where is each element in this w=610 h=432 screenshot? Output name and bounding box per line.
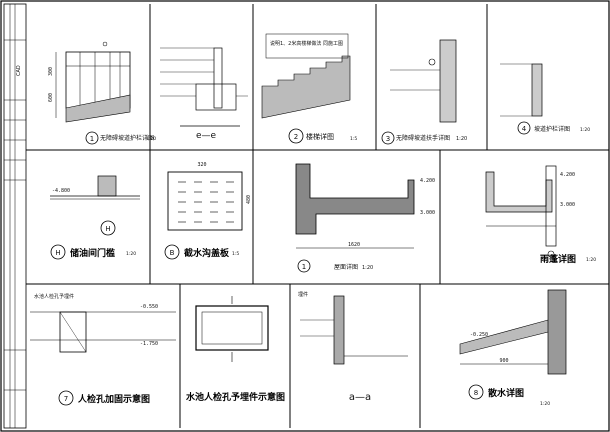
panel-scale: 1:20	[586, 257, 596, 263]
level-text: 3.000	[420, 210, 435, 216]
detail-marker-icon	[517, 121, 531, 135]
panel-apron-detail: 900 -0.250 8 散水详图 1:20	[459, 289, 567, 407]
detail-marker-icon	[288, 128, 304, 144]
level-text: -0.250	[470, 332, 488, 338]
detail-number: H	[105, 225, 110, 233]
dim-text: 900	[499, 358, 508, 364]
panel-manhole-reinforcement: 水池人检孔予埋件 -0.550 -1.750 7 人检孔加固示意图	[30, 293, 176, 406]
detail-marker-icon	[100, 220, 116, 236]
detail-marker-icon	[58, 390, 74, 406]
panel-grid	[26, 4, 609, 428]
panel-subtitle: 埋件	[298, 291, 308, 298]
detail-number: 4	[522, 125, 527, 133]
panel-scale: 1:20	[456, 136, 467, 142]
panel-caption: 无障碍坡道护栏详图	[100, 134, 154, 142]
detail-marker-icon	[297, 259, 311, 273]
panel-caption: 楼梯详图	[306, 132, 334, 141]
detail-number: 1	[90, 135, 94, 143]
panel-scale: 1:20	[540, 401, 550, 407]
detail-marker-icon	[164, 244, 180, 260]
panel-scale: 1:20	[126, 251, 136, 257]
panel-stair-detail: 说明1、2米高楼梯做法 同施工图 2 楼梯详图 1:5	[261, 33, 357, 144]
panel-pool-manhole-embed: 水池人检孔予埋件示意图	[186, 296, 285, 403]
detail-marker-icon	[50, 244, 66, 260]
level-text: 4.200	[560, 172, 575, 178]
panel-caption: 水池人检孔予埋件示意图	[186, 391, 285, 403]
panel-subtitle: 水池人检孔予埋件	[34, 293, 74, 300]
level-text: -1.750	[140, 341, 158, 347]
stamp-text: CAD	[16, 65, 22, 76]
panel-canopy-detail: 4.200 3.000 雨蓬详图 1:20	[485, 165, 596, 265]
detail-number: 3	[386, 135, 390, 143]
panel-caption: e—e	[196, 131, 217, 141]
panel-caption: 截水沟盖板	[184, 247, 230, 259]
dim-text: 320	[197, 162, 206, 168]
panel-caption: 雨蓬详图	[540, 253, 576, 265]
detail-number: 7	[64, 395, 68, 403]
detail-number: 2	[294, 133, 298, 141]
panel-a-a-section: 埋件 a—a	[298, 291, 408, 403]
panel-scale: 1:5	[350, 136, 357, 142]
dim-text: 480	[246, 195, 252, 204]
stair-note: 说明1、2米高楼梯做法 同施工图	[270, 40, 343, 47]
detail-marker-icon	[468, 384, 484, 400]
level-text: 3.000	[560, 202, 575, 208]
panel-ramp-railing-detail: 4 坡道护栏详图 1:20	[500, 63, 590, 135]
level-text: 4.200	[420, 178, 435, 184]
detail-marker-icon	[381, 131, 395, 145]
panel-caption: 屋面详图	[334, 263, 358, 271]
panel-oil-room-threshold: -4.800 H H 储油间门槛 1:20	[50, 175, 140, 260]
level-text: -4.800	[52, 188, 70, 194]
panel-railing-detail: 300 600 1 无障碍坡道护栏详图 1:20	[48, 41, 156, 145]
level-text: -0.550	[140, 304, 158, 310]
panel-scale: 1:20	[362, 265, 373, 271]
panel-e-e-section: e—e	[160, 47, 248, 141]
detail-marker-icon	[85, 131, 99, 145]
dim-text: 1620	[348, 242, 360, 248]
panel-drain-cover: 320 480 B 截水沟盖板 1:5	[164, 162, 252, 260]
detail-number: H	[55, 249, 60, 257]
panel-caption: 人检孔加固示意图	[77, 393, 150, 405]
panel-scale: 1:5	[232, 251, 239, 257]
panel-scale: 1:20	[146, 136, 156, 142]
dim-text: 600	[48, 93, 54, 102]
panel-caption: 散水详图	[488, 387, 524, 399]
panel-handrail-detail: 3 无障碍坡道扶手详图 1:20	[381, 39, 467, 145]
panel-caption: 储油间门槛	[70, 247, 115, 259]
panel-caption: a—a	[349, 392, 371, 403]
panel-caption: 坡道护栏详图	[534, 125, 570, 133]
detail-number: 1	[302, 263, 306, 271]
detail-number: B	[170, 249, 175, 257]
detail-number: 8	[474, 389, 478, 397]
panel-scale: 1:20	[580, 127, 590, 133]
dim-text: 300	[48, 67, 54, 76]
panel-roof-detail: 1620 4.200 3.000 1 屋面详图 1:20	[295, 163, 435, 273]
title-strip	[3, 3, 27, 429]
panel-caption: 无障碍坡道扶手详图	[396, 134, 450, 142]
